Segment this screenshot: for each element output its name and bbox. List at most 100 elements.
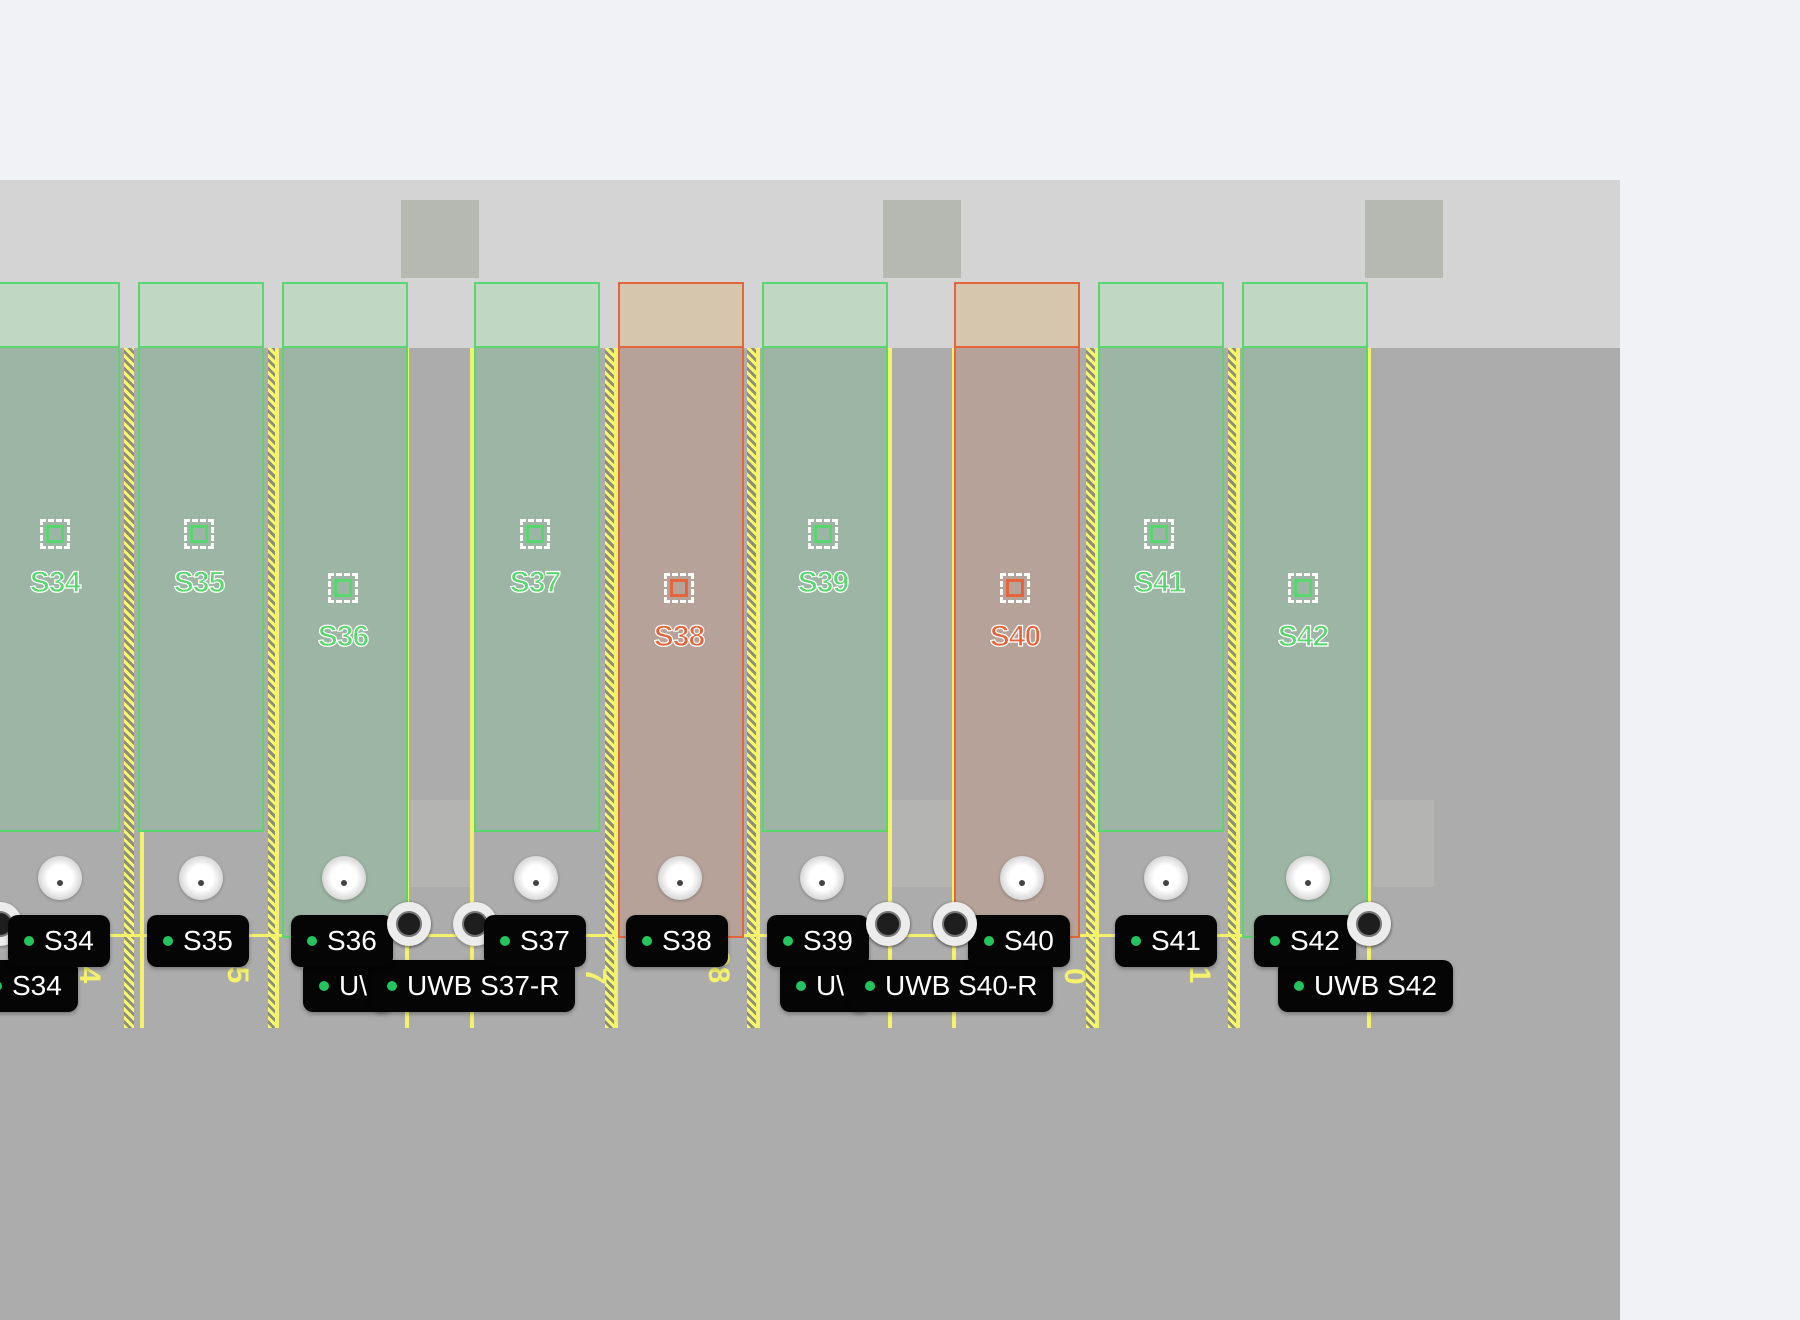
sensor-tag[interactable]: S40 <box>968 915 1070 967</box>
dashed-square-icon <box>184 519 214 549</box>
lane-line <box>888 348 892 1028</box>
stall-header <box>282 282 408 348</box>
stall-s36[interactable] <box>282 348 408 938</box>
column-block <box>892 800 952 887</box>
status-dot-icon <box>865 981 875 991</box>
puck-sensor-icon[interactable] <box>1286 856 1330 900</box>
status-dot-icon <box>984 936 994 946</box>
camera-lens-icon[interactable] <box>866 902 910 946</box>
stall-label: S37 <box>509 565 562 599</box>
status-dot-icon <box>642 936 652 946</box>
stall-s34[interactable] <box>0 348 120 832</box>
stall-label: S40 <box>989 619 1042 653</box>
lane-divider <box>747 348 757 1028</box>
status-dot-icon <box>0 981 2 991</box>
stall-label: S36 <box>317 619 370 653</box>
lane-divider <box>1228 348 1238 1028</box>
sensor-tag[interactable]: S36 <box>291 915 393 967</box>
puck-sensor-icon[interactable] <box>800 856 844 900</box>
sensor-tag[interactable]: S39 <box>767 915 869 967</box>
stall-s40[interactable] <box>954 348 1080 938</box>
dashed-square-icon <box>664 573 694 603</box>
sensor-tag[interactable]: S42 <box>1254 915 1356 967</box>
lane-line <box>1367 348 1371 1028</box>
dashed-square-icon <box>328 573 358 603</box>
stall-label: S35 <box>173 565 226 599</box>
lane-line <box>756 348 760 1028</box>
pillar <box>883 200 961 278</box>
camera-lens-icon[interactable] <box>933 902 977 946</box>
stall-label: S34 <box>29 565 82 599</box>
uwb-tag[interactable]: UWB S37-R <box>371 960 576 1012</box>
camera-lens-icon[interactable] <box>1347 902 1391 946</box>
lane-line <box>275 348 279 1028</box>
pillar <box>1365 200 1443 278</box>
row-number: 0 <box>1058 968 1091 985</box>
stall-label: S42 <box>1277 619 1330 653</box>
status-dot-icon <box>1131 936 1141 946</box>
dashed-square-icon <box>1288 573 1318 603</box>
stall-header <box>954 282 1080 348</box>
stall-header <box>762 282 888 348</box>
camera-lens-icon[interactable] <box>387 902 431 946</box>
puck-sensor-icon[interactable] <box>179 856 223 900</box>
sensor-tag[interactable]: S37 <box>484 915 586 967</box>
row-number: 7 <box>579 968 612 985</box>
lane-divider <box>124 348 134 1028</box>
stall-s39[interactable] <box>762 348 888 832</box>
stall-header <box>0 282 120 348</box>
puck-sensor-icon[interactable] <box>514 856 558 900</box>
parking-map-canvas[interactable]: S34 S35 S36 S37 S38 S39 S40 S41 S42 <box>0 180 1620 1320</box>
status-dot-icon <box>1294 981 1304 991</box>
status-dot-icon <box>500 936 510 946</box>
status-dot-icon <box>783 936 793 946</box>
uwb-tag[interactable]: U\ <box>780 960 870 1012</box>
stall-label: S41 <box>1133 565 1186 599</box>
puck-sensor-icon[interactable] <box>38 856 82 900</box>
lane-line <box>1236 348 1240 1028</box>
status-dot-icon <box>307 936 317 946</box>
stall-label: S39 <box>797 565 850 599</box>
stall-header <box>618 282 744 348</box>
stall-header <box>138 282 264 348</box>
lane-divider <box>605 348 615 1028</box>
status-dot-icon <box>796 981 806 991</box>
stall-header <box>1242 282 1368 348</box>
dashed-square-icon <box>1000 573 1030 603</box>
dashed-square-icon <box>1144 519 1174 549</box>
dashed-square-icon <box>40 519 70 549</box>
stall-s35[interactable] <box>138 348 264 832</box>
pillar <box>401 200 479 278</box>
status-dot-icon <box>319 981 329 991</box>
status-dot-icon <box>163 936 173 946</box>
lane-divider <box>268 348 278 1028</box>
uwb-tag[interactable]: S34 <box>0 960 78 1012</box>
sensor-tag[interactable]: S34 <box>8 915 110 967</box>
column-block <box>410 800 470 887</box>
stall-s41[interactable] <box>1098 348 1224 832</box>
lane-line <box>614 348 618 1028</box>
stall-header <box>1098 282 1224 348</box>
sensor-tag[interactable]: S41 <box>1115 915 1217 967</box>
puck-sensor-icon[interactable] <box>1144 856 1188 900</box>
status-dot-icon <box>24 936 34 946</box>
status-dot-icon <box>1270 936 1280 946</box>
stall-s42[interactable] <box>1242 348 1368 938</box>
sensor-tag[interactable]: S35 <box>147 915 249 967</box>
stall-s37[interactable] <box>474 348 600 832</box>
dashed-square-icon <box>808 519 838 549</box>
puck-sensor-icon[interactable] <box>322 856 366 900</box>
uwb-tag[interactable]: UWB S40-R <box>849 960 1054 1012</box>
puck-sensor-icon[interactable] <box>658 856 702 900</box>
status-dot-icon <box>387 981 397 991</box>
lane-divider <box>1086 348 1096 1028</box>
puck-sensor-icon[interactable] <box>1000 856 1044 900</box>
sensor-tag[interactable]: S38 <box>626 915 728 967</box>
stall-label: S38 <box>653 619 706 653</box>
lane-line <box>470 348 474 1028</box>
stall-header <box>474 282 600 348</box>
uwb-tag[interactable]: UWB S42 <box>1278 960 1453 1012</box>
stall-s38[interactable] <box>618 348 744 938</box>
lane-line <box>1095 348 1099 1028</box>
dashed-square-icon <box>520 519 550 549</box>
